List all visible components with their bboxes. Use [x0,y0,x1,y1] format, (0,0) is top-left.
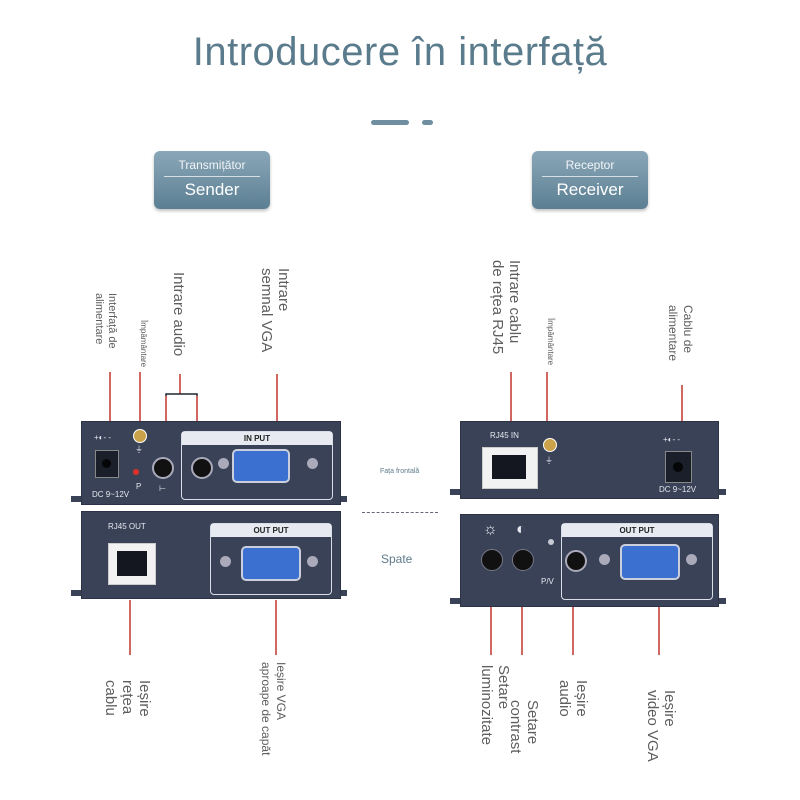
sender-badge: Transmițător Sender [154,151,270,209]
receiver-output-panel: OUT PUT [561,523,713,600]
receiver-brightness-label: Setare luminozitate [478,665,512,746]
title-divider-long [371,120,409,125]
brightness-knob[interactable] [481,549,503,571]
receiver-badge: Receptor Receiver [532,151,648,209]
sender-output-title: OUT PUT [211,524,331,537]
receiver-vga-out-screw-left [599,554,610,565]
sender-vga-in-label: Intrare semnal VGA [258,268,292,353]
receiver-rj45-in-port[interactable] [482,447,538,489]
receiver-audio-out-label: Ieșire audio [556,680,590,717]
receiver-front-panel: RJ45 IN ⏚ +◐- - DC 9~12V [460,421,719,499]
sender-vga-out-screw-left [220,556,231,567]
sender-ground-screw [133,429,147,443]
receiver-badge-bottom: Receiver [556,180,624,199]
sender-back-foot-left [71,590,85,596]
receiver-contrast-label: Setare contrast [507,700,541,754]
receiver-dc-text: DC 9~12V [659,485,697,494]
sender-dc-text: DC 9~12V [92,490,130,499]
sender-dc-symbol: +◐- - [94,433,112,442]
sender-audio-in-label: Intrare audio [170,272,187,357]
receiver-back-panel: ☼ ◐ P/V OUT PUT [460,514,719,607]
pv-text: P/V [541,577,554,586]
sender-rj45-out-port[interactable] [108,543,156,585]
sender-input-panel: IN PUT [181,431,333,500]
receiver-vga-out-screw-right [686,554,697,565]
sender-input-title: IN PUT [182,432,332,445]
back-label: Spate [381,552,413,566]
sender-audio-icon: ⊢ [159,484,166,493]
contrast-knob[interactable] [512,549,534,571]
receiver-front-foot-left [450,489,464,495]
sender-vga-in-port[interactable] [232,449,290,483]
receiver-ground-label: Împământare [546,318,555,366]
receiver-badge-top: Receptor [565,158,615,172]
sender-led [133,469,139,475]
receiver-vga-out-port[interactable] [620,544,680,580]
sender-vga-in-screw-left [218,458,229,469]
sender-p-text: P [136,482,142,491]
divider-dashes [362,512,438,513]
receiver-audio-out-jack[interactable] [565,550,587,572]
sender-rj45-out-text: RJ45 OUT [108,522,146,531]
receiver-vga-out-label: Ieșire video VGA [644,690,678,762]
receiver-ground-screw [543,438,557,452]
receiver-back-foot-left [450,598,464,604]
receiver-ground-icon: ⏚ [545,456,553,465]
sender-ground-label: Împământare [139,320,148,368]
sender-front-foot-left [71,496,85,502]
receiver-power-label: Cablu de alimentare [666,305,695,362]
sender-badge-bottom: Sender [184,180,240,199]
receiver-dc-jack[interactable] [665,451,692,483]
sender-front-panel: +◐- - DC 9~12V ⏚ P ⊢ IN PUT [81,421,341,505]
sender-ground-icon: ⏚ [135,445,143,454]
sender-output-panel: OUT PUT [210,523,332,595]
sender-net-out-label: Ieșire rețea cablu [102,680,153,717]
sender-back-panel: RJ45 OUT OUT PUT [81,511,341,599]
front-label: Fața frontală [380,468,420,475]
brightness-icon: ☼ [483,521,498,538]
sender-badge-top: Transmițător [178,158,246,172]
sender-vga-out-screw-right [307,556,318,567]
title-divider-short [422,120,433,125]
page-title: Introducere în interfață [192,30,608,74]
contrast-icon: ◐ [516,521,526,538]
sender-audio-jack[interactable] [152,457,174,479]
sender-vga-out-port[interactable] [241,546,301,581]
receiver-back-foot-right [712,598,726,604]
receiver-front-foot-right [712,489,726,495]
sender-power-label: Interfață de alimentare [93,293,118,349]
receiver-dc-symbol: +◐- - [663,435,681,444]
sender-vga-out-label: Ieșire VGA aproape de capăt [259,662,288,756]
sender-audio-in-jack[interactable] [191,457,213,479]
sender-vga-in-screw-right [307,458,318,469]
sender-dc-jack[interactable] [95,450,119,478]
receiver-rj45-in-label: Intrare cablu de rețea RJ45 [489,260,523,355]
pv-led [548,539,554,545]
receiver-output-title: OUT PUT [562,524,712,537]
receiver-rj45-in-text: RJ45 IN [490,431,519,440]
